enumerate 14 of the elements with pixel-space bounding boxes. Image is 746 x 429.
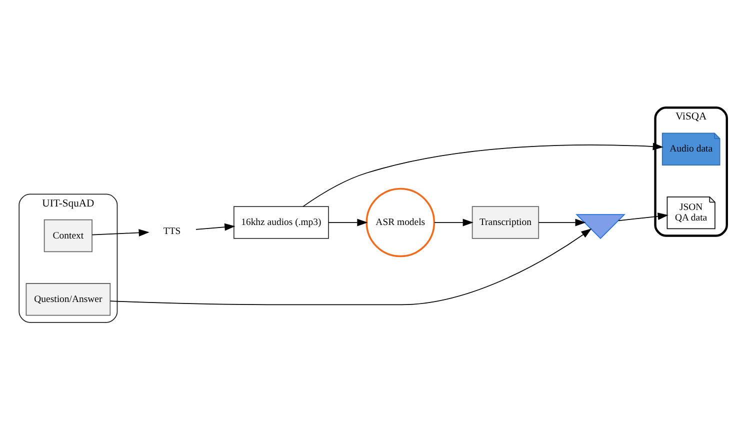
node-box: Transcription <box>472 206 540 238</box>
arrow <box>328 218 368 226</box>
node-box: 16khz audios (.mp3) <box>233 206 329 238</box>
node-box: Context <box>44 218 92 252</box>
arrow <box>92 228 150 236</box>
node-circle: ASR models <box>366 187 436 257</box>
arrow <box>196 222 236 230</box>
arrow <box>302 142 664 206</box>
node-text: TTS <box>163 225 181 236</box>
arrow <box>434 218 474 226</box>
node-box: Question/Answer <box>26 282 111 316</box>
arrow <box>110 228 592 305</box>
arrow <box>538 218 586 226</box>
arrow <box>618 212 668 221</box>
